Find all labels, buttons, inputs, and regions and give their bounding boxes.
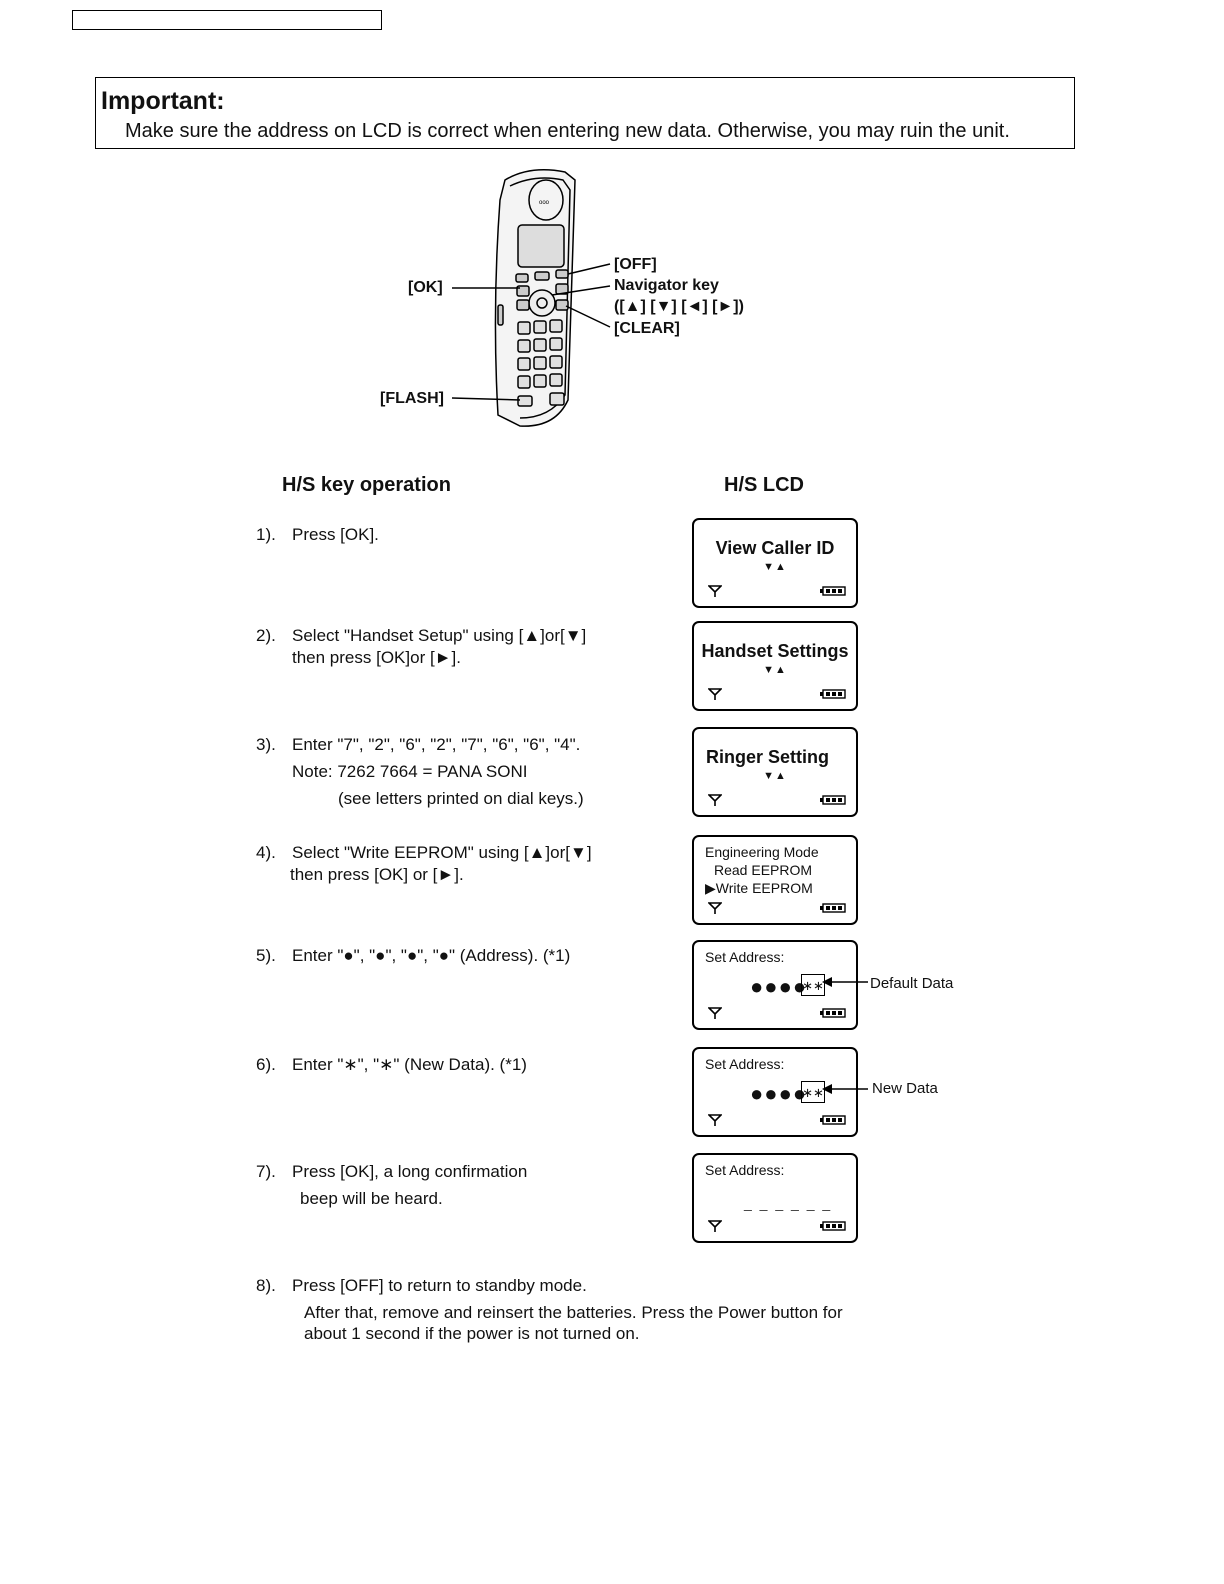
step-7: 7). Press [OK], a long confirmation beep … bbox=[256, 1161, 528, 1208]
callout-ok: [OK] bbox=[408, 279, 443, 296]
step-text: Enter "●", "●", "●", "●" (Address). (*1) bbox=[292, 946, 571, 965]
lcd-blank-address: _ _ _ _ _ _ bbox=[744, 1195, 833, 1211]
step-1: 1). Press [OK]. bbox=[256, 524, 379, 546]
lcd-address: ●●●● bbox=[750, 974, 808, 999]
lcd-title: Set Address: bbox=[705, 1056, 785, 1072]
step-4: 4).Select "Write EEPROM" using [▲]or[▼] … bbox=[256, 842, 592, 884]
step-number: 3). bbox=[256, 735, 276, 754]
antenna-icon bbox=[708, 1220, 722, 1232]
battery-icon bbox=[820, 689, 846, 699]
step-note: Note: 7262 7664 = PANA SONI bbox=[292, 762, 528, 781]
lcd-address: ●●●● bbox=[750, 1081, 808, 1106]
callout-navigator: Navigator key bbox=[614, 277, 719, 294]
lcd-line-selected: ▶Write EEPROM bbox=[705, 880, 813, 896]
lcd-screen-3: Ringer Setting ▼▲ bbox=[692, 727, 858, 817]
step-text: then press [OK]or [►]. bbox=[292, 648, 461, 667]
lcd-screen-6: Set Address: ●●●● ∗∗ bbox=[692, 1047, 858, 1137]
step-2: 2). Select "Handset Setup" using [▲]or[▼]… bbox=[256, 625, 587, 667]
lcd-main-text: Ringer Setting bbox=[706, 747, 830, 767]
lcd-screen-2: Handset Settings ▼▲ bbox=[692, 621, 858, 711]
lcd-screen-5: Set Address: ●●●● ∗∗ bbox=[692, 940, 858, 1030]
step-text: Select "Write EEPROM" using [▲]or[▼] bbox=[292, 843, 592, 862]
step-number: 5). bbox=[256, 946, 276, 965]
callout-flash: [FLASH] bbox=[380, 390, 444, 407]
step-text: (see letters printed on dial keys.) bbox=[338, 789, 584, 808]
lcd-line: Read EEPROM bbox=[714, 862, 813, 878]
battery-icon bbox=[820, 1115, 846, 1125]
antenna-icon bbox=[708, 1114, 722, 1126]
battery-icon bbox=[820, 586, 846, 596]
lcd-screen-1: View Caller ID ▼▲ bbox=[692, 518, 858, 608]
column-heading-key-operation: H/S key operation bbox=[282, 474, 451, 496]
important-title: Important: bbox=[101, 87, 225, 115]
step-number: 6). bbox=[256, 1055, 276, 1074]
step-8: 8). Press [OFF] to return to standby mode… bbox=[256, 1275, 843, 1343]
battery-icon bbox=[820, 1008, 846, 1018]
lcd-screen-4: Engineering Mode Read EEPROM ▶Write EEPR… bbox=[692, 835, 858, 925]
svg-text:ooo: ooo bbox=[539, 200, 550, 206]
step-number: 8). bbox=[256, 1276, 276, 1295]
callout-navigator-keys: ([▲] [▼] [◄] [►]) bbox=[614, 298, 744, 315]
antenna-icon bbox=[708, 688, 722, 700]
step-text: Select "Handset Setup" using [▲]or[▼] bbox=[292, 626, 587, 645]
callout-off: [OFF] bbox=[614, 256, 657, 273]
step-text: Press [OK], a long confirmation bbox=[292, 1162, 528, 1181]
antenna-icon bbox=[708, 794, 722, 806]
step-text: beep will be heard. bbox=[300, 1189, 443, 1208]
handset-illustration: ooo bbox=[451, 169, 611, 427]
battery-icon bbox=[820, 1221, 846, 1231]
step-number: 1). bbox=[256, 525, 276, 544]
important-text: Make sure the address on LCD is correct … bbox=[125, 120, 1010, 142]
antenna-icon bbox=[708, 585, 722, 597]
lcd-scroll-arrows: ▼▲ bbox=[763, 561, 787, 573]
lcd-scroll-arrows: ▼▲ bbox=[763, 664, 787, 676]
lcd-scroll-arrows: ▼▲ bbox=[763, 770, 787, 782]
callout-clear: [CLEAR] bbox=[614, 320, 680, 337]
step-number: 2). bbox=[256, 626, 276, 645]
important-notice: Important: Make sure the address on LCD … bbox=[95, 77, 1075, 149]
header-box bbox=[72, 10, 382, 30]
step-text: then press [OK] or [►]. bbox=[290, 865, 464, 884]
default-data-label: Default Data bbox=[870, 975, 954, 992]
step-text: Press [OK]. bbox=[292, 525, 379, 544]
column-heading-lcd: H/S LCD bbox=[724, 474, 804, 496]
lcd-main-text: View Caller ID bbox=[715, 538, 835, 558]
lcd-data-box: ∗∗ bbox=[801, 1081, 825, 1103]
step-3: 3). Enter "7", "2", "6", "2", "7", "6", "… bbox=[256, 734, 584, 808]
arrow-left-icon bbox=[822, 1084, 868, 1094]
step-text: Enter "7", "2", "6", "2", "7", "6", "6",… bbox=[292, 735, 581, 754]
battery-icon bbox=[820, 795, 846, 805]
antenna-icon bbox=[708, 1007, 722, 1019]
step-6: 6). Enter "∗", "∗" (New Data). (*1) bbox=[256, 1054, 527, 1076]
lcd-screen-7: Set Address: _ _ _ _ _ _ bbox=[692, 1153, 858, 1243]
battery-icon bbox=[820, 903, 846, 913]
step-text: Press [OFF] to return to standby mode. bbox=[292, 1276, 587, 1295]
step-text: Enter "∗", "∗" (New Data). (*1) bbox=[292, 1055, 527, 1074]
antenna-icon bbox=[708, 902, 722, 914]
step-5: 5). Enter "●", "●", "●", "●" (Address). (… bbox=[256, 945, 570, 967]
step-number: 4). bbox=[256, 843, 276, 862]
lcd-title: Set Address: bbox=[705, 1162, 785, 1178]
step-text: about 1 second if the power is not turne… bbox=[304, 1324, 640, 1343]
new-data-label: New Data bbox=[872, 1080, 938, 1097]
arrow-left-icon bbox=[822, 977, 868, 987]
step-text: After that, remove and reinsert the batt… bbox=[304, 1303, 843, 1322]
lcd-line: Engineering Mode bbox=[705, 844, 819, 860]
step-number: 7). bbox=[256, 1162, 276, 1181]
lcd-data-box: ∗∗ bbox=[801, 974, 825, 996]
lcd-title: Set Address: bbox=[705, 949, 785, 965]
lcd-main-text: Handset Settings bbox=[701, 641, 849, 661]
